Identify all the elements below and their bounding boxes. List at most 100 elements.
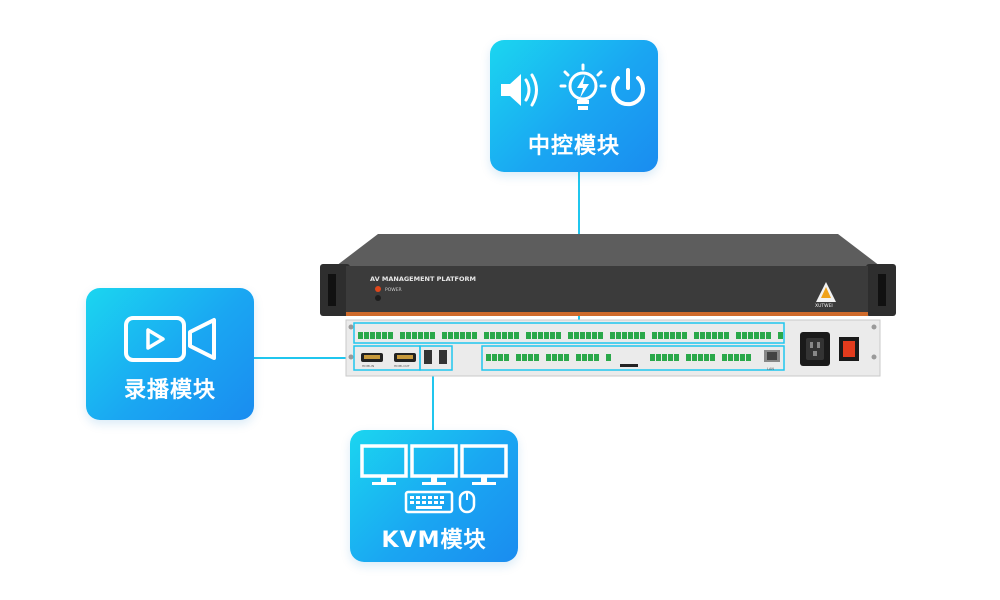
- terminal-pin: [448, 332, 453, 339]
- terminal-pin: [674, 354, 679, 361]
- light-bulb-icon: [559, 63, 607, 110]
- terminal-pin: [658, 332, 663, 339]
- terminal-pin: [650, 354, 655, 361]
- recording-module-label: 录播模块: [123, 378, 216, 403]
- terminal-pin: [668, 354, 673, 361]
- terminal-pin: [594, 354, 599, 361]
- device-title: AV MANAGEMENT PLATFORM: [370, 275, 476, 283]
- terminal-pin: [400, 332, 405, 339]
- power-icon: [611, 68, 645, 107]
- terminal-pin: [694, 332, 699, 339]
- kvm-module-card[interactable]: KVM模块: [350, 430, 518, 562]
- terminal-pin: [544, 332, 549, 339]
- terminal-pin: [628, 332, 633, 339]
- central-control-module-card[interactable]: 中控模块: [490, 40, 658, 172]
- terminal-row-bottom: [486, 354, 751, 361]
- terminal-pin: [692, 354, 697, 361]
- terminal-pin: [498, 354, 503, 361]
- central-control-module-label: 中控模块: [527, 134, 620, 159]
- connector-line-recording: [254, 357, 354, 359]
- terminal-pin: [582, 354, 587, 361]
- terminal-pin: [502, 332, 507, 339]
- terminal-pin: [606, 354, 611, 361]
- terminal-pin: [700, 332, 705, 339]
- terminal-pin: [598, 332, 603, 339]
- terminal-pin: [466, 332, 471, 339]
- recording-module-card[interactable]: 录播模块: [86, 288, 254, 420]
- terminal-pin: [508, 332, 513, 339]
- terminal-pin: [662, 354, 667, 361]
- terminal-pin: [504, 354, 509, 361]
- terminal-pin: [652, 332, 657, 339]
- terminal-pin: [736, 332, 741, 339]
- terminal-pin: [370, 332, 375, 339]
- usb-port-1[interactable]: [424, 350, 432, 364]
- terminal-pin: [718, 332, 723, 339]
- terminal-pin: [580, 332, 585, 339]
- terminal-pin: [704, 354, 709, 361]
- lan-label: LAN: [767, 367, 774, 371]
- terminal-pin: [556, 332, 561, 339]
- terminal-pin: [418, 332, 423, 339]
- hdmi-in-label: HDMI-IN: [362, 364, 374, 368]
- terminal-pin: [722, 354, 727, 361]
- terminal-pin: [538, 332, 543, 339]
- video-camera-icon: [124, 316, 216, 362]
- terminal-pin: [424, 332, 429, 339]
- terminal-pin: [728, 354, 733, 361]
- terminal-pin: [766, 332, 771, 339]
- brand-logo-icon: [816, 282, 836, 302]
- terminal-pin: [754, 332, 759, 339]
- terminal-pin: [472, 332, 477, 339]
- power-led-icon: [375, 286, 381, 292]
- terminal-pin: [528, 354, 533, 361]
- speaker-icon: [501, 73, 538, 107]
- terminal-pin: [676, 332, 681, 339]
- terminal-pin: [552, 354, 557, 361]
- terminal-pin: [430, 332, 435, 339]
- terminal-pin: [406, 332, 411, 339]
- terminal-pin: [564, 354, 569, 361]
- power-label: POWER: [385, 287, 402, 293]
- monitor-icon-2: [410, 444, 458, 485]
- terminal-pin: [358, 332, 363, 339]
- terminal-pin: [490, 332, 495, 339]
- mouse-icon: [458, 490, 476, 514]
- terminal-pin: [760, 332, 765, 339]
- brand-name: XUTWEI: [815, 303, 833, 309]
- terminal-pin: [364, 332, 369, 339]
- terminal-pin: [724, 332, 729, 339]
- power-button[interactable]: [375, 295, 381, 301]
- terminal-pin: [622, 332, 627, 339]
- terminal-pin: [592, 332, 597, 339]
- monitor-icon-1: [360, 444, 408, 485]
- hdmi-out-label: HDMI-OUT: [394, 364, 410, 368]
- terminal-pin: [526, 332, 531, 339]
- terminal-pin: [496, 332, 501, 339]
- terminal-pin: [778, 332, 783, 339]
- terminal-pin: [706, 332, 711, 339]
- terminal-pin: [740, 354, 745, 361]
- connector-line-kvm: [432, 370, 434, 430]
- terminal-pin: [558, 354, 563, 361]
- usb-port-2[interactable]: [439, 350, 447, 364]
- terminal-pin: [734, 354, 739, 361]
- terminal-pin: [656, 354, 661, 361]
- terminal-pin: [484, 332, 489, 339]
- kvm-module-label: KVM模块: [381, 528, 487, 553]
- terminal-pin: [712, 332, 717, 339]
- terminal-pin: [698, 354, 703, 361]
- terminal-pin: [550, 332, 555, 339]
- terminal-pin: [586, 332, 591, 339]
- terminal-pin: [686, 354, 691, 361]
- terminal-pin: [574, 332, 579, 339]
- terminal-pin: [670, 332, 675, 339]
- terminal-pin: [640, 332, 645, 339]
- terminal-pin: [460, 332, 465, 339]
- terminal-pin: [610, 332, 615, 339]
- terminal-row-top: [358, 332, 783, 339]
- monitor-icon-3: [460, 444, 508, 485]
- terminal-pin: [442, 332, 447, 339]
- terminal-pin: [486, 354, 491, 361]
